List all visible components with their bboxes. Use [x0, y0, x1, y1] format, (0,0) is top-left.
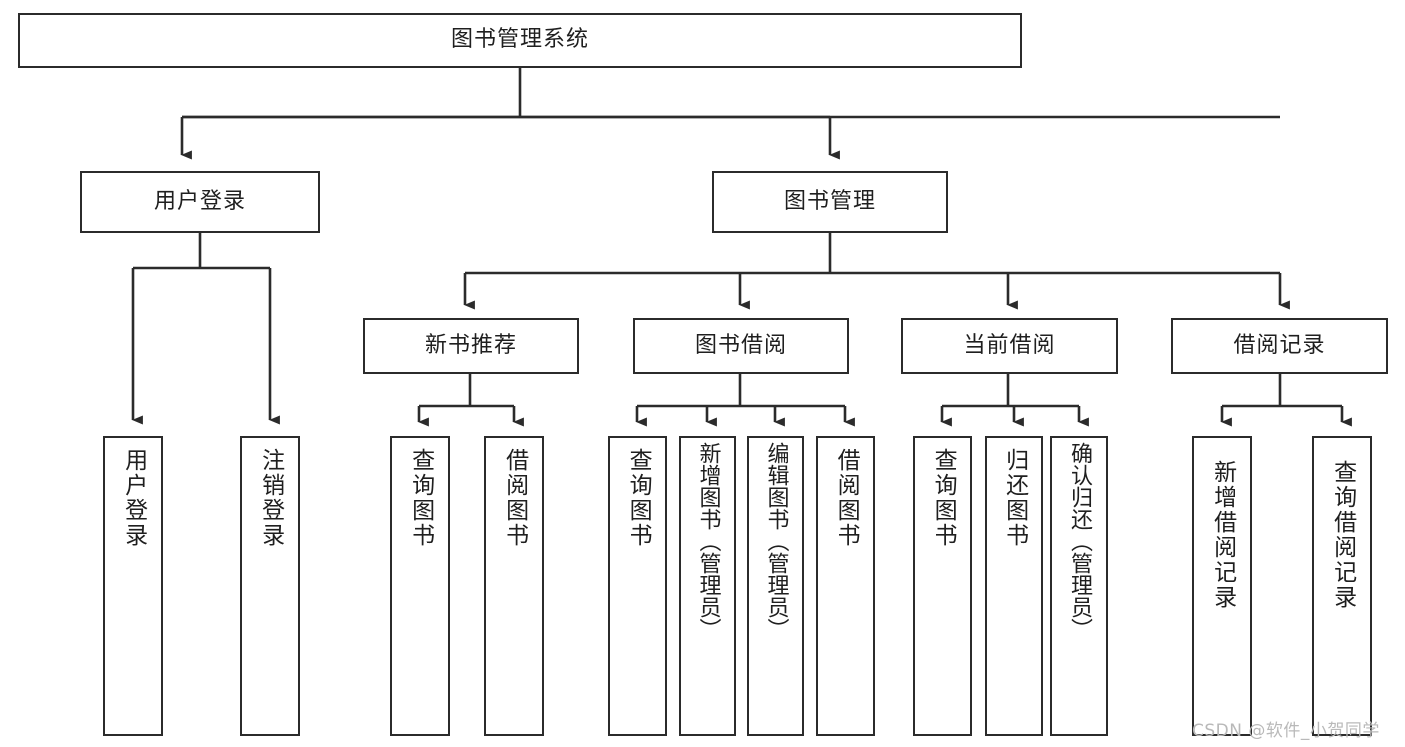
node-leaf-recommend-query-book[interactable]: 查询图书 — [390, 436, 450, 736]
node-leaf-add-borrow-record[interactable]: 新增借阅记录 — [1192, 436, 1252, 736]
node-book-management[interactable]: 图书管理 — [712, 171, 948, 233]
node-leaf-user-login[interactable]: 用户登录 — [103, 436, 163, 736]
node-borrow-record[interactable]: 借阅记录 — [1171, 318, 1388, 374]
node-leaf-borrow-query-book[interactable]: 查询图书 — [608, 436, 667, 736]
node-new-book-recommend-label: 新书推荐 — [424, 332, 517, 358]
node-book-borrow[interactable]: 图书借阅 — [633, 318, 849, 374]
node-leaf-add-book-admin[interactable]: 新增图书（管理员） — [679, 436, 736, 736]
node-book-management-label: 图书管理 — [783, 188, 876, 214]
node-leaf-confirm-return-admin-label: 确认归还（管理员） — [1066, 442, 1092, 640]
node-current-borrow-label: 当前借阅 — [963, 332, 1056, 358]
node-new-book-recommend[interactable]: 新书推荐 — [363, 318, 579, 374]
node-leaf-return-book[interactable]: 归还图书 — [985, 436, 1043, 736]
node-leaf-borrow-query-book-label: 查询图书 — [625, 448, 652, 548]
csdn-watermark: CSDN @软件_小贺同学 — [1192, 721, 1380, 741]
node-leaf-logout[interactable]: 注销登录 — [240, 436, 300, 736]
node-leaf-recommend-query-book-label: 查询图书 — [407, 448, 434, 548]
node-current-borrow[interactable]: 当前借阅 — [901, 318, 1118, 374]
node-leaf-add-borrow-record-label: 新增借阅记录 — [1209, 460, 1236, 610]
node-leaf-recommend-borrow-book[interactable]: 借阅图书 — [484, 436, 544, 736]
node-root-label: 图书管理系统 — [450, 27, 589, 53]
node-leaf-user-login-label: 用户登录 — [120, 448, 147, 548]
node-leaf-logout-label: 注销登录 — [257, 448, 284, 548]
node-leaf-confirm-return-admin[interactable]: 确认归还（管理员） — [1050, 436, 1108, 736]
node-leaf-borrow-borrow-book-label: 借阅图书 — [833, 448, 860, 548]
node-borrow-record-label: 借阅记录 — [1233, 332, 1326, 358]
node-leaf-current-query-book[interactable]: 查询图书 — [913, 436, 972, 736]
node-leaf-recommend-borrow-book-label: 借阅图书 — [501, 448, 528, 548]
node-leaf-edit-book-admin-label: 编辑图书（管理员） — [763, 442, 789, 640]
node-leaf-borrow-borrow-book[interactable]: 借阅图书 — [816, 436, 875, 736]
node-leaf-query-borrow-record-label: 查询借阅记录 — [1329, 460, 1356, 610]
node-leaf-current-query-book-label: 查询图书 — [930, 448, 957, 548]
node-leaf-edit-book-admin[interactable]: 编辑图书（管理员） — [747, 436, 804, 736]
node-root[interactable]: 图书管理系统 — [18, 13, 1022, 68]
node-user-login[interactable]: 用户登录 — [80, 171, 320, 233]
node-leaf-return-book-label: 归还图书 — [1001, 448, 1028, 548]
node-leaf-add-book-admin-label: 新增图书（管理员） — [695, 442, 721, 640]
node-book-borrow-label: 图书借阅 — [694, 332, 787, 358]
node-user-login-label: 用户登录 — [153, 188, 246, 214]
node-leaf-query-borrow-record[interactable]: 查询借阅记录 — [1312, 436, 1372, 736]
